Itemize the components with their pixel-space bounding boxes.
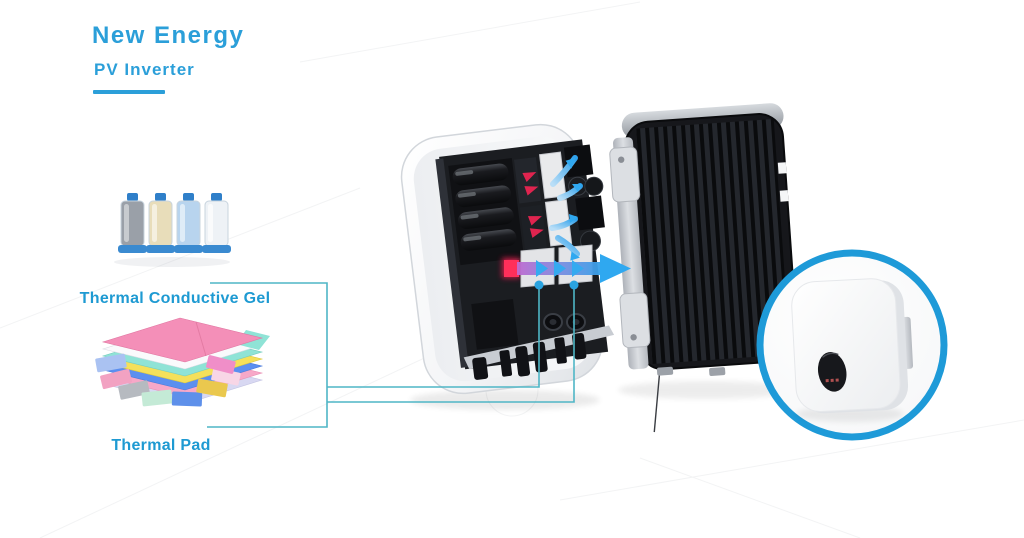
heatsink-foot [709,367,726,376]
title-underline [93,90,165,94]
callout-dots [534,280,579,290]
heat-flow-arrowhead [600,254,631,283]
page-subtitle: PV Inverter [94,60,195,79]
syringe-3 [174,193,203,253]
callout-line-gel [327,288,540,388]
hanging-cable [653,375,661,433]
capacitor-bank [448,158,524,266]
label-thermal-conductive-gel: Thermal Conductive Gel [79,290,271,307]
assembled-inverter-inset [756,249,948,441]
display-indicators [825,378,839,383]
cable-gland-ports [543,313,586,331]
thermal-pad-stack [95,317,270,407]
heat-source-core [504,260,519,277]
heatsink-rear-cover [609,103,798,433]
heat-flow-assembly [502,244,631,288]
label-thermal-pad: Thermal Pad [111,437,211,454]
heat-flow-curved-arrowheads [565,158,582,261]
callout-lines [207,282,575,428]
inverter-display [817,352,847,392]
inverter-body [791,278,901,413]
callout-dot-gel [534,280,544,290]
heatsink-foot [656,366,674,376]
thermal-gel-syringes [114,193,231,267]
heat-source-arrows [522,172,544,238]
page-title: New Energy [92,22,245,49]
dc-connectors [472,332,587,380]
syringe-4 [202,193,231,253]
syringe-2 [146,193,175,253]
thermal-pads-vertical [539,151,573,247]
mounting-bracket-bottom [619,292,651,349]
heatsink-notch [777,162,787,174]
lower-block [471,298,519,350]
callout-frame-line [207,282,328,428]
syringe-1 [118,193,147,253]
mounting-bracket-top [609,146,641,203]
callout-dot-pad [569,280,579,290]
loose-thermal-pads [95,353,241,407]
ground-shadows [410,381,794,410]
heat-flow-chevrons [536,260,584,277]
callout-line-pad [327,288,575,403]
heatsink-fins [636,118,791,365]
heatsink-notch [779,190,789,202]
assembled-inverter [791,278,914,414]
